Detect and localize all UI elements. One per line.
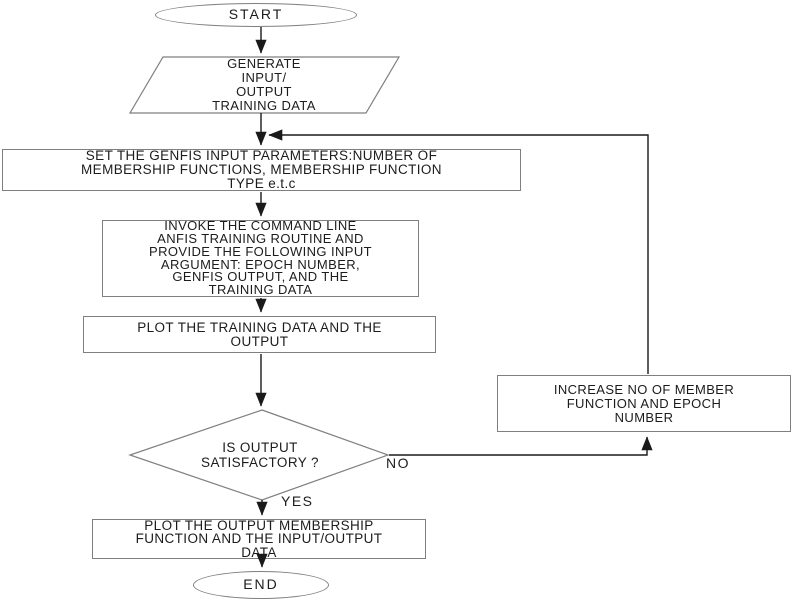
plot-training-data-label: PLOT THE TRAINING DATA AND THE OUTPUT: [137, 320, 382, 349]
set-genfis-parameters-label: SET THE GENFIS INPUT PARAMETERS:NUMBER O…: [81, 148, 442, 191]
generate-training-data-label: GENERATE INPUT/ OUTPUT TRAINING DATA: [212, 56, 316, 113]
invoke-anfis-routine-label: INVOKE THE COMMAND LINE ANFIS TRAINING R…: [149, 218, 372, 298]
yes-branch-label: YES: [281, 493, 314, 510]
plot-output-membership-box: [92, 519, 426, 559]
end-terminator-shape: [193, 571, 329, 599]
start-label: START: [228, 6, 284, 23]
end-label: END: [243, 576, 279, 593]
no-branch-label: NO: [386, 455, 410, 472]
increase-member-function-box: [497, 375, 791, 432]
start-terminator-shape: [155, 3, 357, 27]
connector-no-branch: [389, 436, 653, 456]
plot-output-membership-label: PLOT THE OUTPUT MEMBERSHIP FUNCTION AND …: [135, 517, 383, 560]
increase-member-function-label: INCREASE NO OF MEMBER FUNCTION AND EPOCH…: [553, 381, 735, 425]
is-output-satisfactory-label: IS OUTPUT SATISFACTORY ?: [201, 440, 319, 470]
